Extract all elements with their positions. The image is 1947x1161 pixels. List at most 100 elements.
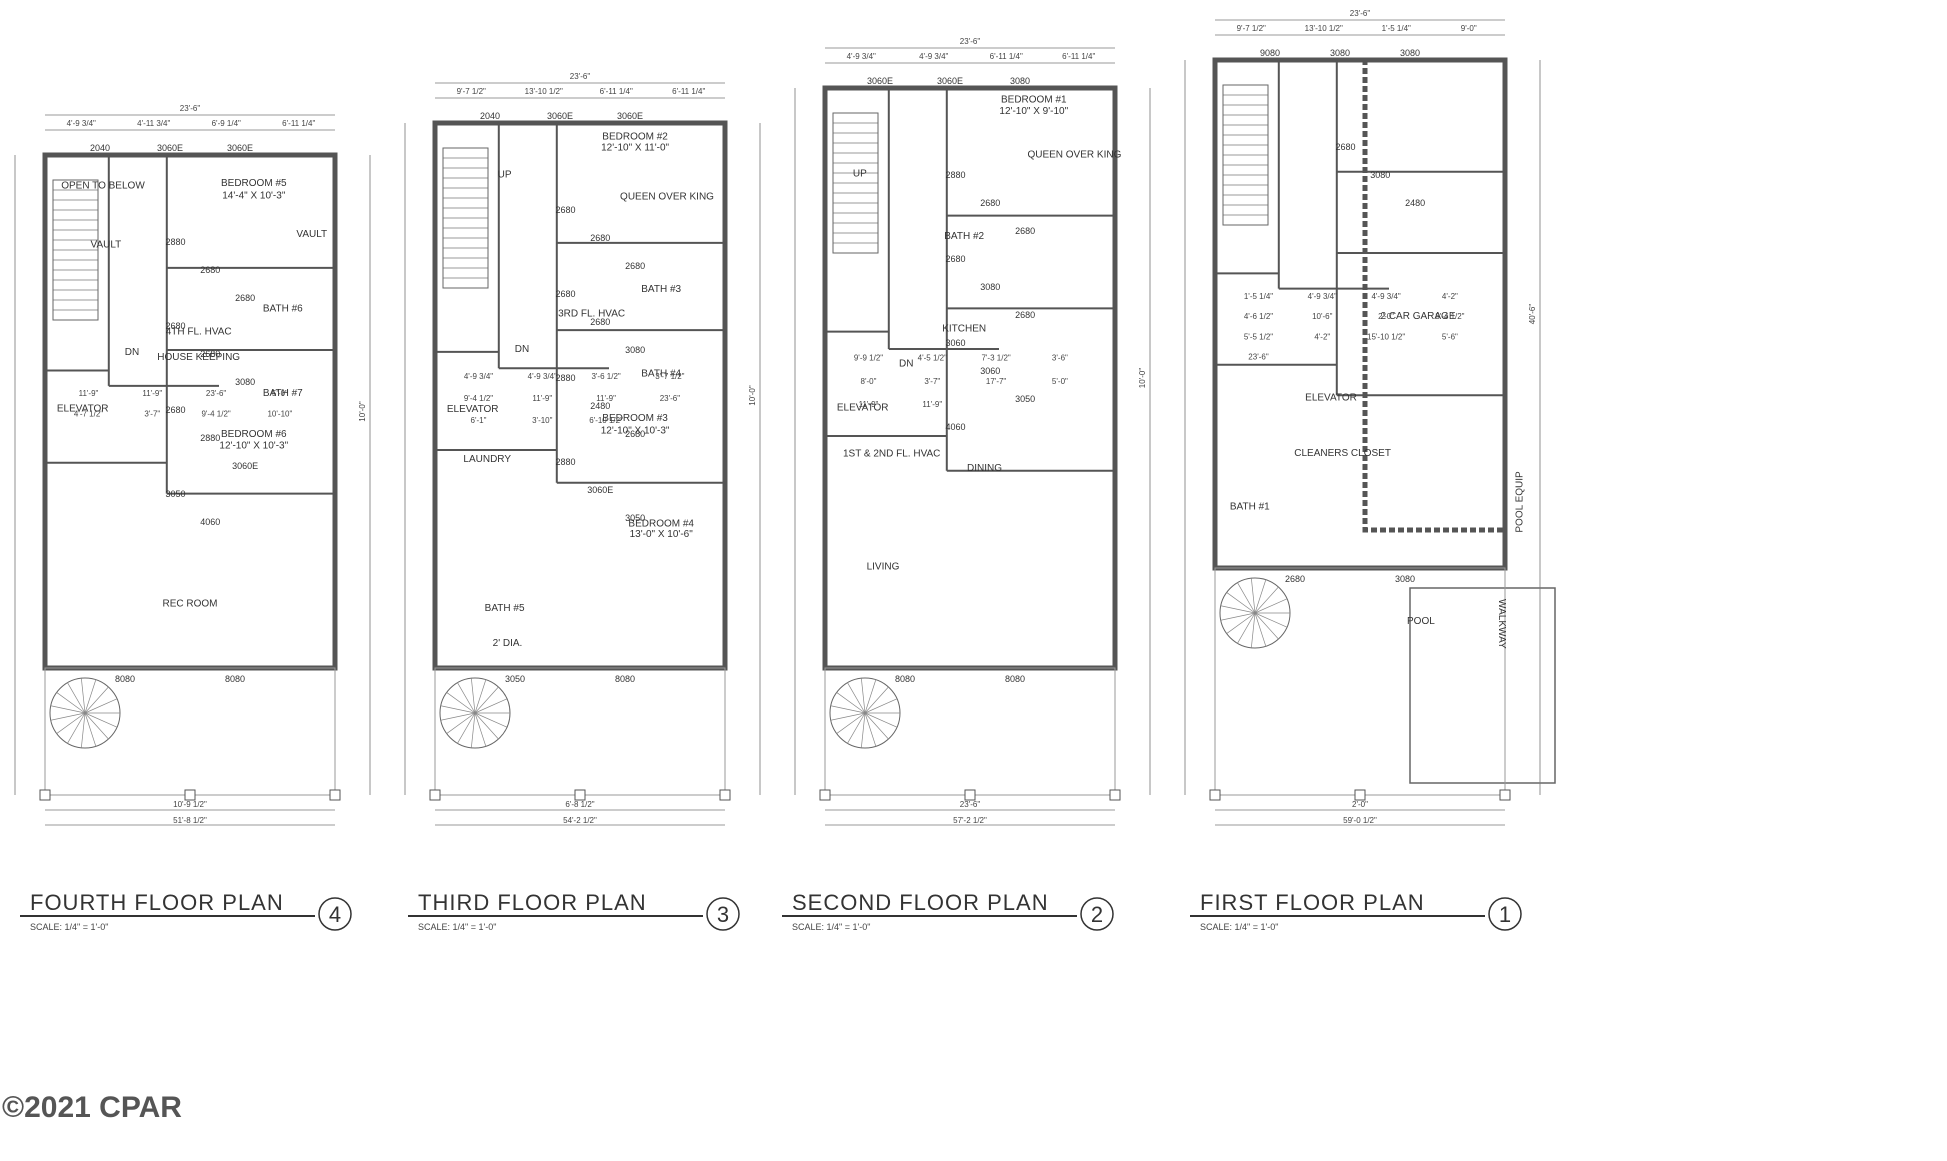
opening-tag: 3060 [945,338,965,348]
dimension-text: 11'-9" [596,394,616,403]
spiral-tread [474,679,487,714]
dimension-text: 13'-10 1/2" [1305,24,1343,33]
room-label: UP [853,169,867,180]
spiral-tread [67,682,86,714]
opening-tag: 2880 [165,237,185,247]
opening-tag: 3080 [1400,48,1420,58]
opening-tag: 8080 [895,674,915,684]
spiral-tread [830,705,866,714]
room-label: 3RD FL. HVAC [558,308,625,319]
dimension-text: 6'-11 1/4" [282,119,315,128]
dimension-text: 4'-11 3/4" [137,119,170,128]
deck-post [1109,789,1121,801]
dimension-text: 23'-6" [206,389,227,398]
spiral-tread [860,712,866,748]
opening-tag: 3060E [157,143,183,153]
opening-tag: 2680 [625,429,645,439]
plan-number-circle [1080,897,1114,931]
plan-scale: SCALE: 1/4" = 1'-0" [792,922,870,932]
room-label: POOL [1407,616,1435,627]
dimension-text: 23'-6" [960,800,981,809]
spiral-tread [474,712,499,740]
dimension-text: 4'-9 3/4" [1308,292,1337,301]
stair-outline [52,179,99,321]
opening-tag: 3050 [625,513,645,523]
dimension-text: 51'-8 1/2" [173,816,207,825]
spiral-tread [50,705,86,714]
dimension-text: 6'-11 1/4" [672,87,705,96]
room-label: BATH #5 [485,603,525,614]
spiral-tread [1254,579,1267,614]
dimension-text: 3'-7" [924,377,940,386]
room-label: POOL EQUIP [1514,471,1525,533]
dimension-text: 9'-4 1/2" [201,410,230,419]
deck-post [39,789,51,801]
spiral-tread [1250,578,1256,614]
dimension-text: 9'-0" [1461,24,1477,33]
dimension-text: 3'-6" [1052,354,1068,363]
room-label: ELEVATOR [447,404,499,415]
dimension-text: 3'-6 1/2" [591,372,620,381]
plan-title: SECOND FLOOR PLAN [792,890,1049,915]
spiral-tread [80,712,86,748]
room-label: BEDROOM #4 [628,518,694,529]
deck-post [574,789,586,801]
room-label: VAULT [91,239,122,250]
room-label: 1ST & 2ND FL. HVAC [843,448,940,459]
spiral-tread [440,705,476,714]
deck-post [719,789,731,801]
room-label: UP [498,170,512,181]
opening-tag: 2480 [590,401,610,411]
room-label: 4TH FL. HVAC [166,327,232,338]
dimension-text: 10'-0" [358,401,367,422]
spiral-tread [1254,598,1288,614]
dimension-text: 9'-7 1/2" [457,87,486,96]
dimension-text: 3'-7 1/2" [655,372,684,381]
opening-tag: 3080 [1010,76,1030,86]
opening-tag: 2680 [590,317,610,327]
dimension-text: 6'-8 1/2" [565,800,594,809]
opening-tag: 2680 [1015,226,1035,236]
opening-tag: 8080 [615,674,635,684]
dimension-text: 23'-6" [570,72,591,81]
deck-post [1209,789,1221,801]
dimension-text: 10'-9 1/2" [173,800,207,809]
spiral-tread [84,679,97,714]
dimension-text: 23'-6" [1248,353,1269,362]
dimension-text: 11'-9" [922,400,942,409]
plan-number-circle [318,897,352,931]
room-label: QUEEN OVER KING [620,191,714,202]
room-label: BATH #6 [263,303,303,314]
dimension-text: 2'-0" [1352,800,1368,809]
room-label: 2' DIA. [493,638,523,649]
floor-plan-2: BEDROOM #112'-10" X 9'-10"QUEEN OVER KIN… [782,37,1151,932]
room-label: DN [899,358,913,369]
room-label: BEDROOM #6 [221,429,287,440]
dimension-text: 9'-7 1/2" [1237,24,1266,33]
spiral-tread [1237,582,1256,614]
plan-number: 4 [329,902,341,927]
opening-tag: 3060E [587,485,613,495]
spiral-tread [84,712,109,740]
opening-tag: 2680 [165,405,185,415]
dimension-text: 3'-4 1/2" [1435,312,1464,321]
opening-tag: 2680 [235,293,255,303]
opening-tag: 2680 [625,261,645,271]
spiral-tread [836,712,866,734]
spiral-tread [67,712,86,744]
opening-tag: 2680 [555,289,575,299]
plan-number: 3 [717,902,729,927]
dimension-text: 11'-9" [532,394,552,403]
spiral-tread [864,698,898,714]
spiral-tread [864,679,877,714]
spiral-tread [474,698,508,714]
opening-tag: 3050 [1015,394,1035,404]
room-label: DINING [967,463,1002,474]
stair-outline [442,147,489,289]
room-label: CLEANERS CLOSET [1294,448,1391,459]
dimension-text: 23'-6" [660,394,681,403]
dimension-text: 23'-6" [960,37,981,46]
spiral-tread [50,712,86,721]
dimension-text: 4'-5 1/2" [918,354,947,363]
